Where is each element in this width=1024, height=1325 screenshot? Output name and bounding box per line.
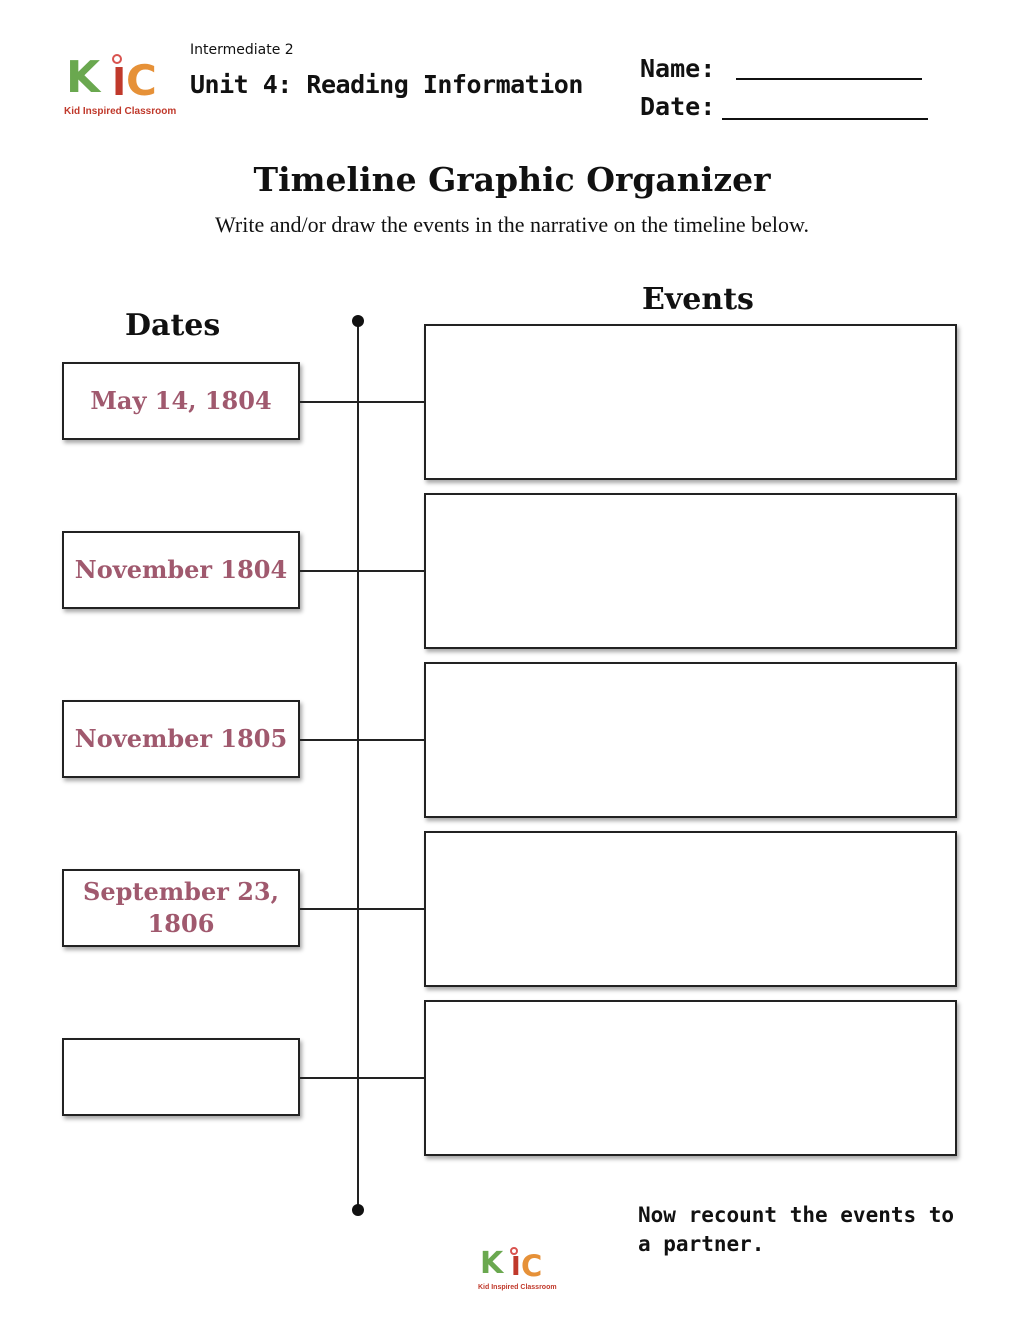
- date-box-2: November 1804: [62, 531, 300, 609]
- dates-heading: Dates: [125, 308, 221, 343]
- unit-title: Unit 4: Reading Information: [190, 70, 583, 99]
- connector-3: [300, 739, 424, 741]
- footer-logo-letter-i: I: [511, 1252, 521, 1282]
- event-box-5[interactable]: [424, 1000, 957, 1156]
- logo-letter-k: K: [66, 52, 101, 103]
- timeline-start-dot: [352, 315, 364, 327]
- logo-letter-i: I: [112, 60, 127, 104]
- timeline-end-dot: [352, 1204, 364, 1216]
- date-box-4: September 23, 1806: [62, 869, 300, 947]
- logo-letter-c: C: [126, 56, 157, 105]
- instructions: Write and/or draw the events in the narr…: [215, 212, 809, 237]
- page-title: Timeline Graphic Organizer: [253, 160, 771, 199]
- kic-logo: K I C Kid Inspired Classroom: [62, 50, 176, 120]
- logo-tagline: Kid Inspired Classroom: [64, 106, 177, 117]
- footer-logo-spiral-icon: [510, 1247, 518, 1255]
- event-box-2[interactable]: [424, 493, 957, 649]
- connector-2: [300, 570, 424, 572]
- name-line: [736, 78, 922, 80]
- event-box-1[interactable]: [424, 324, 957, 480]
- date-box-5[interactable]: [62, 1038, 300, 1116]
- footer-note: Now recount the events to a partner.: [638, 1203, 955, 1256]
- date-box-3: November 1805: [62, 700, 300, 778]
- timeline-axis: [357, 320, 359, 1210]
- connector-1: [300, 401, 424, 403]
- name-label: Name:: [640, 54, 716, 83]
- connector-4: [300, 908, 424, 910]
- footer-logo-tagline: Kid Inspired Classroom: [478, 1284, 557, 1291]
- date-line: [722, 118, 928, 120]
- event-box-3[interactable]: [424, 662, 957, 818]
- footer-logo-letter-k: K: [480, 1246, 504, 1281]
- date-box-1: May 14, 1804: [62, 362, 300, 440]
- connector-5: [300, 1077, 424, 1079]
- level-label: Intermediate 2: [190, 42, 294, 58]
- logo-spiral-icon: [112, 54, 122, 64]
- footer-logo-letter-c: C: [521, 1249, 543, 1283]
- event-box-4[interactable]: [424, 831, 957, 987]
- date-label: Date:: [640, 92, 716, 121]
- kic-logo-footer: K I C Kid Inspired Classroom: [476, 1244, 557, 1294]
- events-heading: Events: [642, 282, 754, 317]
